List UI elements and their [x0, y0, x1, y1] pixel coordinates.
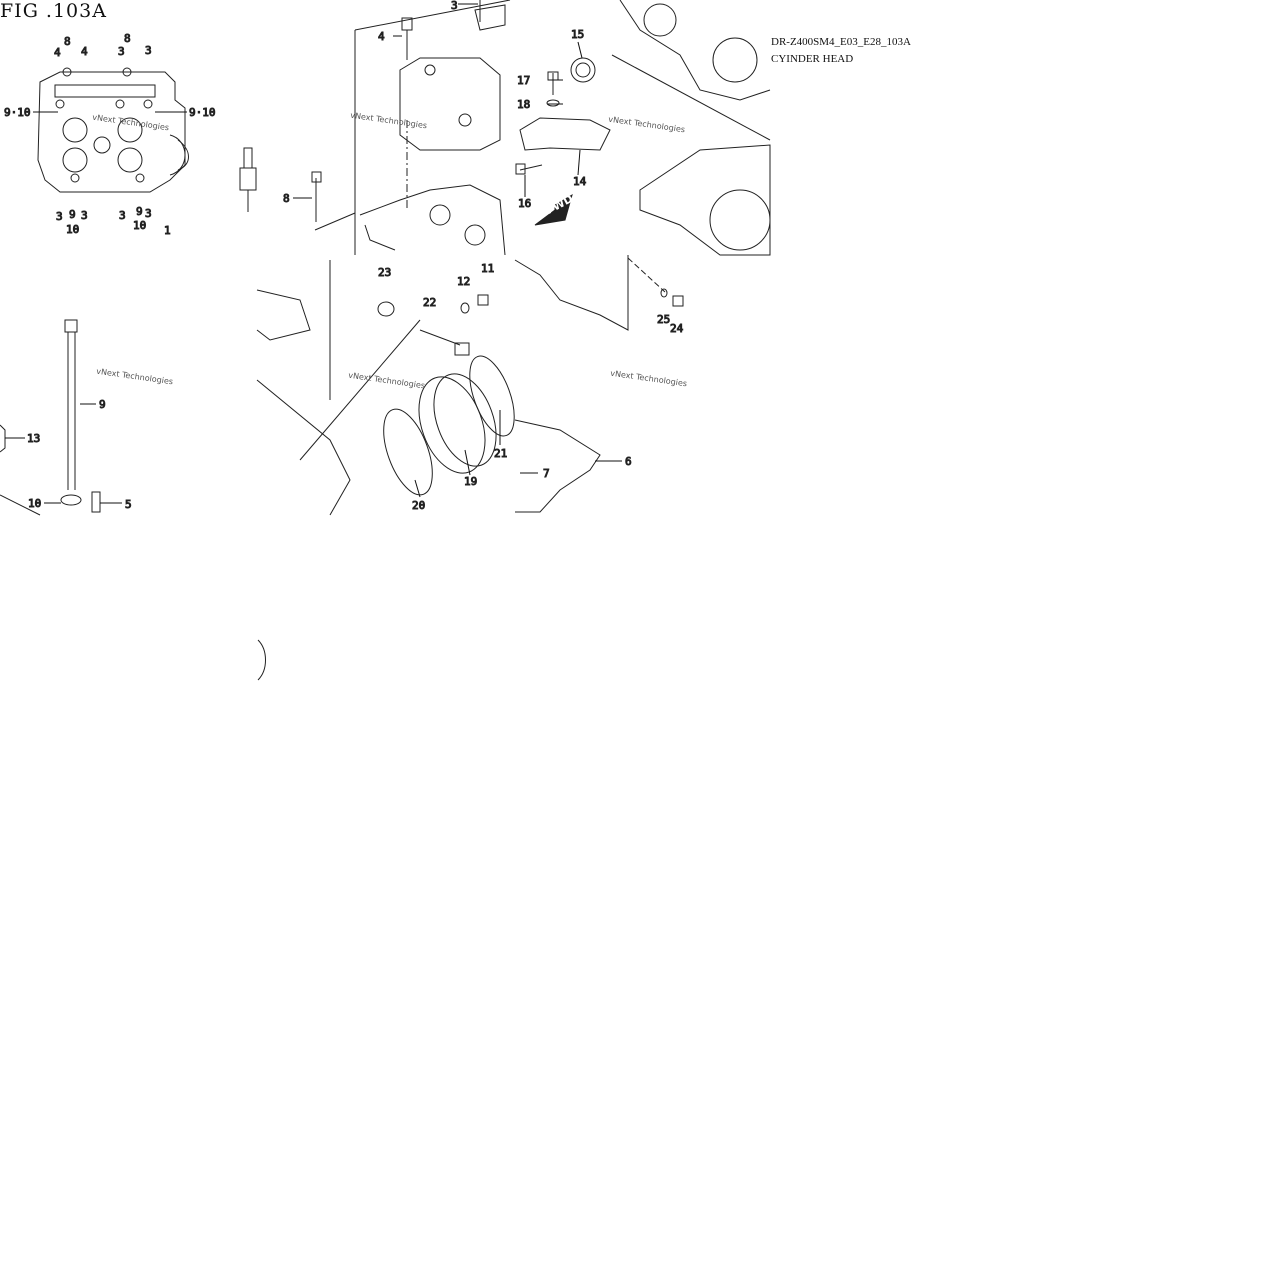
- stud-bolt-set: [0, 319, 101, 516]
- callout-9-10: 9·10: [189, 106, 216, 119]
- callout-12: 12: [457, 275, 470, 288]
- callout-3: 3: [118, 45, 125, 58]
- callout-4: 4: [81, 45, 88, 58]
- callout-9: 9: [69, 208, 76, 221]
- model-code: DR-Z400SM4_E03_E28_103A: [771, 36, 911, 48]
- callout-4: 4: [54, 46, 61, 59]
- callout-4: 4: [378, 30, 385, 43]
- callout-8: 8: [283, 192, 290, 205]
- callout-21: 21: [494, 447, 507, 460]
- water-outlet-assembly: [515, 57, 611, 226]
- callout-3: 3: [56, 210, 63, 223]
- callout-3: 3: [81, 209, 88, 222]
- callout-labels: 8 8 4 4 3 3 9·10 9·10 3 9 3 3 9 3 10 10 …: [4, 0, 685, 513]
- cam-housing-upper: [311, 0, 511, 256]
- callout-16: 16: [518, 197, 531, 210]
- cylinder-head-top-view: [37, 67, 189, 193]
- intake-pipe-assembly: [256, 260, 515, 681]
- callout-19: 19: [464, 475, 477, 488]
- callout-13: 13: [27, 432, 40, 445]
- callout-6: 6: [625, 455, 632, 468]
- callout-3: 3: [451, 0, 458, 12]
- callout-1: 1: [164, 224, 171, 237]
- callout-7: 7: [543, 467, 550, 480]
- callout-10: 10: [66, 223, 79, 236]
- callout-18: 18: [517, 98, 530, 111]
- callout-15: 15: [571, 28, 584, 41]
- callout-9: 9: [99, 398, 106, 411]
- callout-8: 8: [64, 35, 71, 48]
- callout-3: 3: [119, 209, 126, 222]
- callout-3: 3: [145, 44, 152, 57]
- spark-plug: [239, 147, 257, 212]
- figure-title: FIG .103A: [0, 0, 107, 22]
- callout-23: 23: [378, 266, 391, 279]
- callout-25: 25: [657, 313, 670, 326]
- callout-9-10: 9·10: [4, 106, 31, 119]
- callout-20: 20: [412, 499, 425, 512]
- cylinder-assembly: [611, 0, 771, 256]
- callout-leaders: [5, 3, 622, 504]
- callout-8: 8: [124, 32, 131, 45]
- part-name: CYINDER HEAD: [771, 53, 854, 65]
- callout-5: 5: [125, 498, 132, 511]
- callout-3: 3: [145, 207, 152, 220]
- callout-10: 10: [133, 219, 146, 232]
- callout-14: 14: [573, 175, 587, 188]
- callout-17: 17: [517, 74, 530, 87]
- callout-24: 24: [670, 322, 684, 335]
- callout-11: 11: [481, 262, 494, 275]
- cylinder-base-gasket: [514, 255, 684, 513]
- callout-9: 9: [136, 205, 143, 218]
- callout-22: 22: [423, 296, 436, 309]
- callout-10: 10: [28, 497, 41, 510]
